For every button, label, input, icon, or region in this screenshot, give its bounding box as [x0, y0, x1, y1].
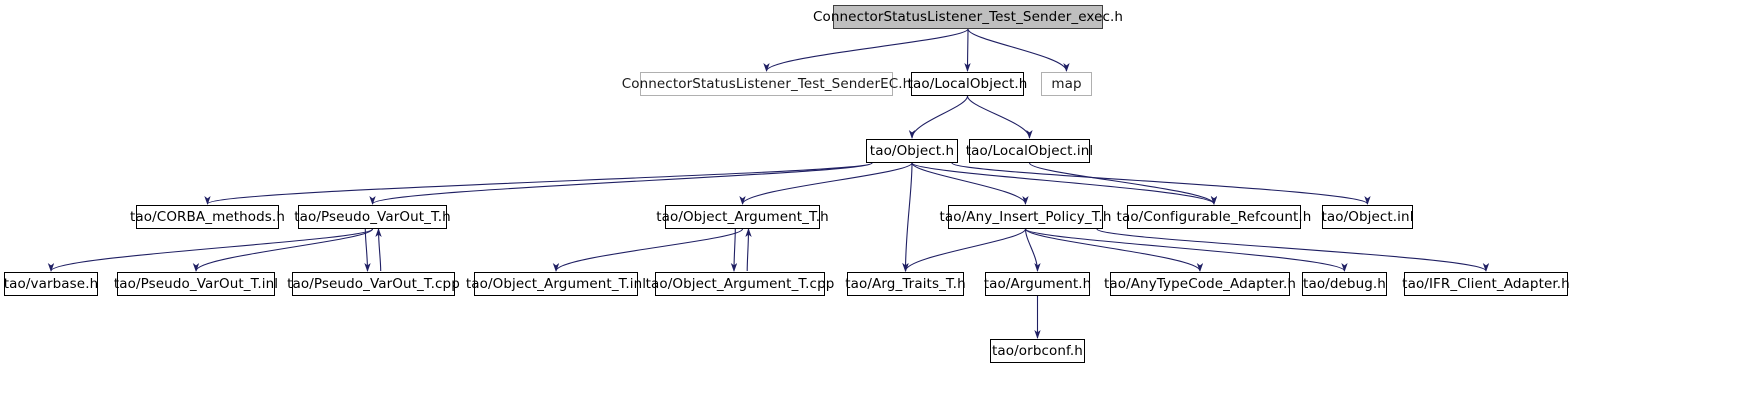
- graph-node-corba_methods[interactable]: tao/CORBA_methods.h: [130, 205, 285, 229]
- graph-edge-pseudo_varout-to-pv_inl: [192, 228, 374, 272]
- graph-edge-localobject_inl-to-config_refcount: [1028, 162, 1218, 205]
- graph-edge-pseudo_varout-to-varbase: [47, 228, 374, 272]
- graph-edge-object_h-to-object_arg_h: [739, 162, 913, 205]
- graph-edge-pseudo_varout-to-pv_cpp: [364, 228, 371, 272]
- graph-node-orbconf[interactable]: tao/orbconf.h: [990, 339, 1085, 363]
- graph-node-root[interactable]: ConnectorStatusListener_Test_Sender_exec…: [813, 5, 1123, 29]
- graph-edge-any_insert-to-ifr_client: [1096, 228, 1490, 272]
- graph-node-oa_inl[interactable]: tao/Object_Argument_T.inl: [466, 272, 646, 296]
- graph-node-object_h[interactable]: tao/Object.h: [866, 139, 958, 163]
- graph-edge-any_insert-to-anytypecode: [1024, 228, 1204, 272]
- graph-node-varbase[interactable]: tao/varbase.h: [4, 272, 98, 296]
- graph-node-map[interactable]: map: [1041, 72, 1092, 96]
- graph-edge-object_h-to-corba_methods: [204, 162, 873, 205]
- graph-edge-localobject_h-to-localobject_inl: [966, 95, 1033, 139]
- graph-edge-object_h-to-pseudo_varout: [369, 162, 873, 205]
- graph-edge-root-to-map: [967, 28, 1070, 72]
- graph-node-arg_traits[interactable]: tao/Arg_Traits_T.h: [845, 272, 966, 296]
- graph-edge-object_arg_h-to-oa_inl: [552, 228, 744, 272]
- graph-edge-localobject_h-to-object_h: [908, 95, 969, 139]
- graph-edge-any_insert-to-argument_h: [1024, 228, 1041, 272]
- graph-edge-object_h-to-config_refcount: [911, 162, 1218, 205]
- graph-node-anytypecode[interactable]: tao/AnyTypeCode_Adapter.h: [1104, 272, 1296, 296]
- graph-node-pseudo_varout[interactable]: tao/Pseudo_VarOut_T.h: [294, 205, 451, 229]
- graph-node-localobject_h[interactable]: tao/LocalObject.h: [908, 72, 1027, 96]
- graph-edge-oa_cpp-to-object_arg_h: [745, 228, 752, 272]
- graph-node-argument_h[interactable]: tao/Argument.h: [984, 272, 1091, 296]
- graph-edge-root-to-localobject_h: [964, 28, 971, 72]
- graph-node-localobject_inl[interactable]: tao/LocalObject.inl: [966, 139, 1093, 163]
- graph-node-config_refcount[interactable]: tao/Configurable_Refcount.h: [1117, 205, 1311, 229]
- graph-node-senderec[interactable]: ConnectorStatusListener_Test_SenderEC.h: [622, 72, 911, 96]
- graph-edge-any_insert-to-arg_traits: [902, 228, 1027, 272]
- graph-edge-object_h-to-object_inl: [951, 162, 1371, 205]
- graph-node-pv_inl[interactable]: tao/Pseudo_VarOut_T.inl: [114, 272, 278, 296]
- graph-edge-object_h-to-any_insert: [911, 162, 1029, 205]
- graph-edge-any_insert-to-debug_h: [1024, 228, 1348, 272]
- graph-edge-root-to-senderec: [763, 28, 969, 72]
- graph-node-debug_h[interactable]: tao/debug.h: [1302, 272, 1387, 296]
- graph-edge-object_arg_h-to-oa_cpp: [730, 228, 738, 272]
- graph-edge-object_h-to-arg_traits: [902, 162, 913, 272]
- graph-node-object_inl[interactable]: tao/Object.inl: [1321, 205, 1413, 229]
- graph-node-oa_cpp[interactable]: tao/Object_Argument_T.cpp: [646, 272, 834, 296]
- graph-node-object_arg_h[interactable]: tao/Object_Argument_T.h: [656, 205, 829, 229]
- graph-node-ifr_client[interactable]: tao/IFR_Client_Adapter.h: [1402, 272, 1570, 296]
- graph-node-any_insert[interactable]: tao/Any_Insert_Policy_T.h: [940, 205, 1111, 229]
- graph-edge-pv_cpp-to-pseudo_varout: [375, 228, 382, 272]
- graph-node-pv_cpp[interactable]: tao/Pseudo_VarOut_T.cpp: [287, 272, 460, 296]
